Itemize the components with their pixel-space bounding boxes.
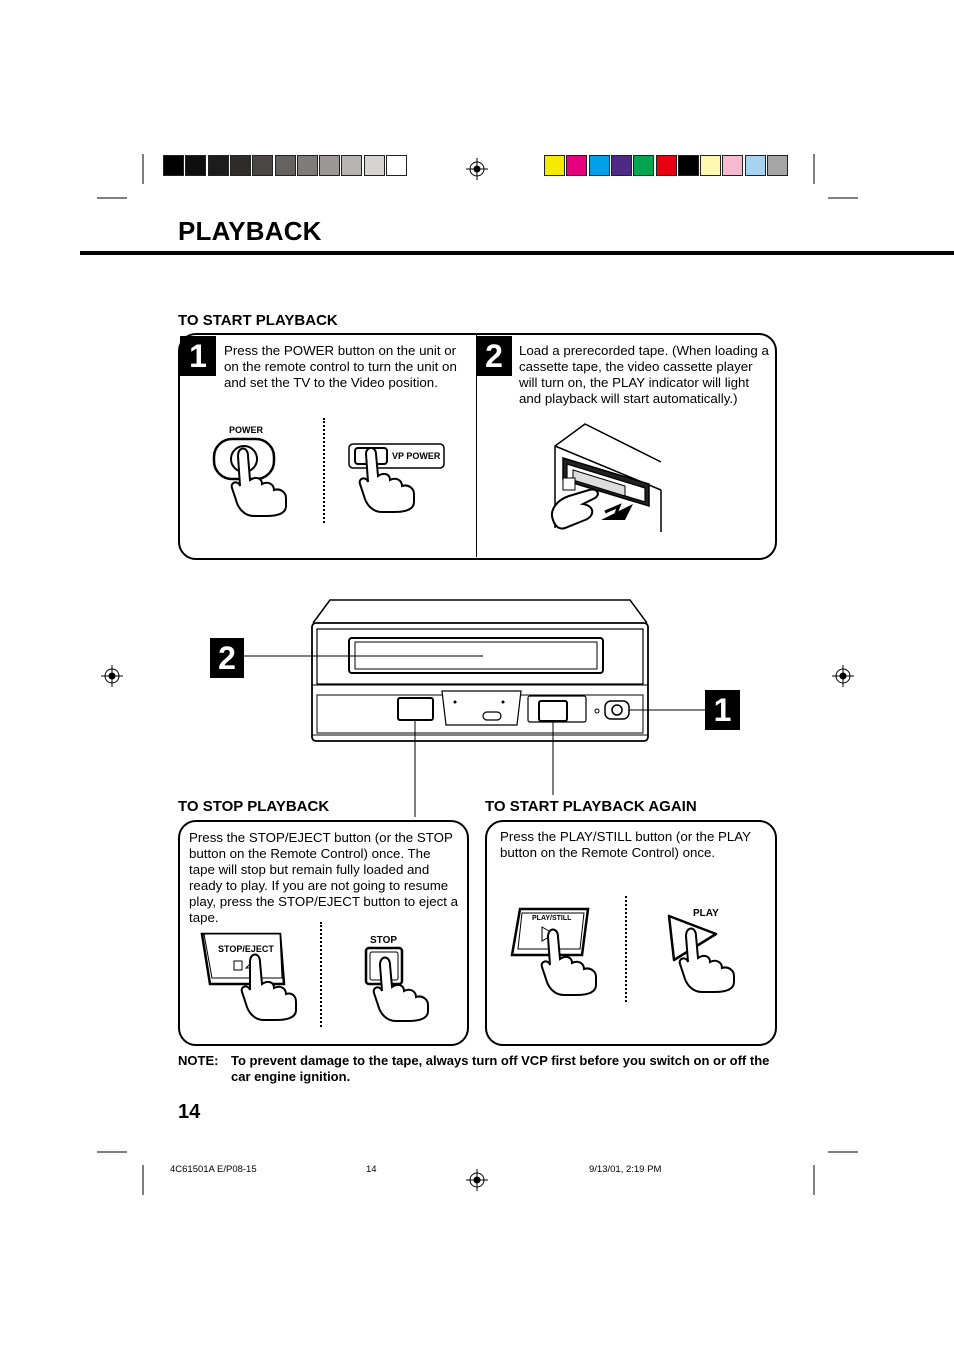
play-button-hand-illustration [667,914,735,993]
calibration-swatch [677,155,699,176]
step-divider [476,335,477,557]
calibration-swatch [319,155,341,176]
vp-power-label: VP POWER [392,451,441,461]
calibration-swatch [767,155,788,176]
registration-mark-bottom [466,1169,488,1191]
note-text: To prevent damage to the tape, always tu… [231,1053,770,1084]
footer-page: 14 [366,1164,377,1175]
calibration-swatch [722,155,744,176]
title-rule [80,251,954,255]
calibration-swatch [386,155,407,176]
power-button-hand-illustration [212,437,287,517]
step-2-text: Load a prerecorded tape. (When loading a… [519,343,769,406]
registration-mark-right [832,665,854,687]
note-label: NOTE: [178,1053,219,1068]
diagram-callout-1: 1 [705,690,740,730]
cassette-loading-illustration [551,423,662,532]
calibration-swatch [363,155,385,176]
play-label: PLAY [693,908,719,919]
registration-mark-left [101,665,123,687]
stop-playback-heading: TO STOP PLAYBACK [178,798,330,815]
page-title: PLAYBACK [178,216,322,246]
calibration-swatch [633,155,655,176]
calibration-swatch [744,155,766,176]
calibration-swatch [341,155,363,176]
play-still-label: PLAY/STILL [532,915,572,922]
calibration-swatch [274,155,296,176]
calibration-swatch [252,155,274,176]
calibration-swatch [700,155,722,176]
start-playback-heading: TO START PLAYBACK [178,312,338,329]
footer-timestamp: 9/13/01, 2:19 PM [589,1164,662,1175]
calibration-swatch [163,155,184,176]
page-number: 14 [178,1101,201,1123]
calibration-swatch [229,155,251,176]
separator-dots-step1 [323,418,327,523]
separator-dots-stop [320,922,324,1027]
calibration-swatch [588,155,610,176]
registration-mark-top [466,158,488,180]
footer-doc-code: 4C61501A E/P08-15 [170,1164,257,1175]
separator-dots-play [625,896,629,1002]
vp-power-button-hand-illustration [348,443,445,513]
calibration-swatch [207,155,229,176]
stop-playback-text: Press the STOP/EJECT button (or the STOP… [189,830,459,925]
start-playback-again-heading: TO START PLAYBACK AGAIN [485,798,697,815]
play-still-button-hand-illustration [510,907,597,996]
stop-button-hand-illustration [364,946,429,1022]
calibration-swatch [296,155,318,176]
stop-label: STOP [370,935,398,946]
calibration-swatch [544,155,565,176]
calibration-swatch [655,155,677,176]
calibration-swatch [185,155,207,176]
vcr-front-panel-diagram [231,599,705,817]
stop-eject-label: STOP/EJECT [218,944,274,954]
calibration-swatch [566,155,588,176]
power-label: POWER [229,425,264,435]
step-1-number: 1 [180,336,216,376]
stop-eject-button-hand-illustration [200,932,297,1021]
calibration-swatch [610,155,632,176]
step-1-text: Press the POWER button on the unit or on… [224,343,457,390]
diagram-callout-2: 2 [210,638,244,678]
step-2-number: 2 [476,336,512,376]
start-playback-again-text: Press the PLAY/STILL button (or the PLAY… [500,829,751,860]
